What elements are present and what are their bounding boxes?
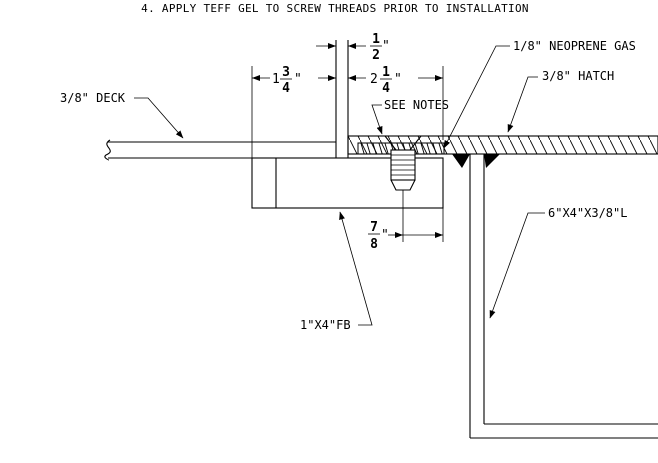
leader-see-notes [371, 104, 383, 135]
dimension-1-3-4: 1 3 4 " [251, 65, 336, 158]
dimension-1-2: 1 2 " [316, 32, 390, 63]
dim-2-num: 1 [372, 32, 380, 47]
leader-flat-bar [339, 211, 373, 326]
dim-4-den: 8 [370, 237, 378, 252]
dim-3-num: 1 [382, 65, 390, 80]
dim-4-unit: " [381, 228, 389, 243]
dimension-7-8: 7 8 " [368, 200, 444, 252]
dim-1-unit: " [294, 72, 302, 87]
callout-deck: 3/8" DECK [60, 91, 126, 105]
dim-3-den: 4 [382, 81, 390, 96]
dim-2-unit: " [382, 39, 390, 54]
leader-angle [489, 212, 545, 319]
note-4: 4. APPLY TEFF GEL TO SCREW THREADS PRIOR… [141, 2, 529, 15]
callout-see-notes: SEE NOTES [384, 98, 449, 112]
dim-1-num: 3 [282, 65, 290, 80]
callout-angle: 6"X4"X3/8"L [548, 206, 627, 220]
deck-plate [104, 139, 336, 161]
callout-hatch: 3/8" HATCH [542, 69, 614, 83]
dim-1-whole: 1 [272, 72, 280, 87]
screw [383, 135, 423, 200]
dim-1-den: 4 [282, 81, 290, 96]
leader-hatch [507, 76, 538, 133]
dim-3-whole: 2 [370, 72, 378, 87]
leader-deck [134, 97, 184, 139]
callout-flat-bar: 1"X4"FB [300, 318, 351, 332]
dimension-2-1-4: 2 1 4 " [348, 65, 444, 140]
dim-3-unit: " [394, 72, 402, 87]
fillet-weld-right [484, 154, 500, 168]
fillet-weld-left [452, 154, 470, 168]
callout-gasket: 1/8" NEOPRENE GAS [513, 39, 636, 53]
dim-2-den: 2 [372, 48, 380, 63]
angle-section [469, 154, 658, 439]
leader-gasket [443, 45, 510, 149]
dim-4-num: 7 [370, 220, 378, 235]
coaming-plate [335, 40, 349, 158]
